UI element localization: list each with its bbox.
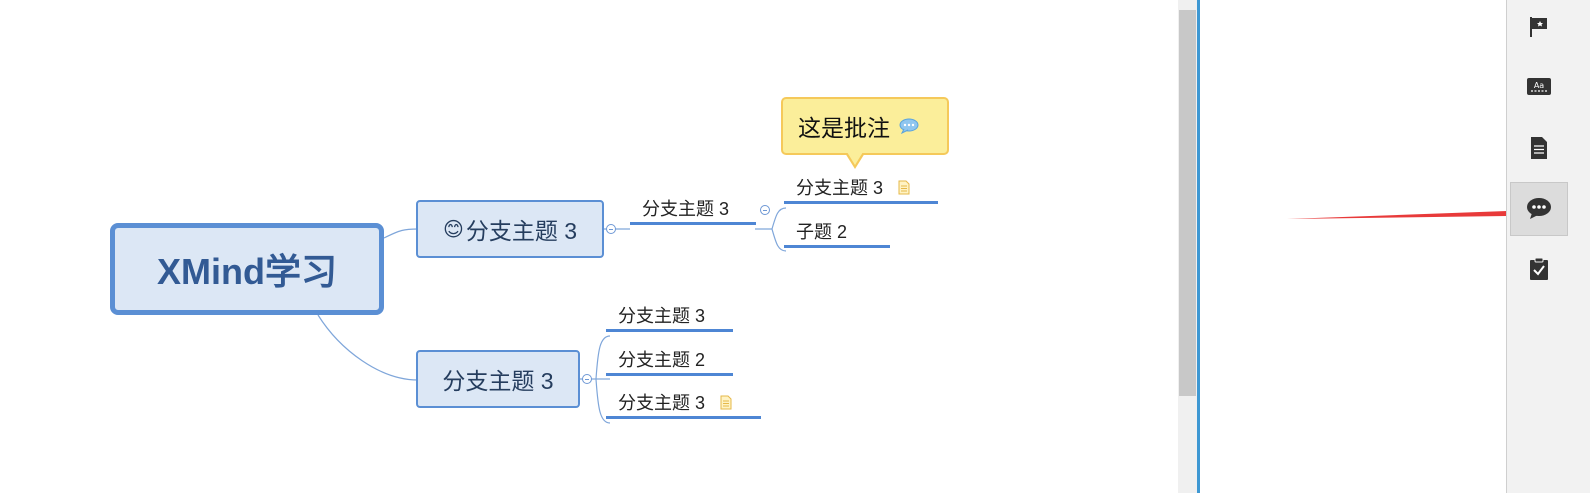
scrollbar-thumb[interactable] <box>1179 10 1196 396</box>
marker-button[interactable] <box>1510 0 1568 54</box>
collapse-toggle-icon[interactable] <box>760 205 770 215</box>
subtopic-branch1-child[interactable]: 分支主题 3 <box>630 196 756 225</box>
comment-text: 这是批注 <box>798 115 890 141</box>
subtopic-with-note[interactable]: 分支主题 3 <box>606 390 761 419</box>
main-topic-2-label: 分支主题 3 <box>442 368 554 394</box>
subtopic[interactable]: 分支主题 3 <box>606 303 733 332</box>
main-topic-2[interactable]: 分支主题 3 <box>416 350 580 408</box>
vertical-scrollbar[interactable] <box>1178 0 1197 493</box>
subtopic-label: 分支主题 3 <box>618 393 706 413</box>
subtopic-label: 子题 2 <box>796 222 848 242</box>
collapse-toggle-icon[interactable] <box>582 374 592 384</box>
central-topic[interactable]: XMind学习 <box>110 223 384 315</box>
main-topic-1[interactable]: 😊 分支主题 3 <box>416 200 604 258</box>
right-icon-toolbar: Aa <box>1506 0 1590 493</box>
subtopic-label: 分支主题 3 <box>796 178 884 198</box>
mindmap-canvas[interactable]: XMind学习 😊 分支主题 3 分支主题 3 分支主题 3 子题 2 这是批注… <box>0 0 1178 493</box>
task-button[interactable] <box>1510 242 1568 296</box>
side-panel <box>1200 0 1507 493</box>
task-info-icon <box>1530 257 1548 280</box>
subtopic-label: 分支主题 3 <box>618 306 706 326</box>
subtopic-label: 分支主题 3 <box>642 199 730 219</box>
subtopic[interactable]: 子题 2 <box>784 219 890 248</box>
note-icon[interactable] <box>898 180 910 195</box>
callout-pointer-fill <box>847 152 863 165</box>
format-icon: Aa <box>1527 78 1551 95</box>
central-topic-label: XMind学习 <box>157 251 337 292</box>
note-icon[interactable] <box>720 395 732 410</box>
subtopic[interactable]: 分支主题 2 <box>606 347 733 376</box>
comment-callout[interactable]: 这是批注 <box>781 97 949 155</box>
notes-button[interactable] <box>1510 121 1568 175</box>
panel-divider[interactable] <box>1197 0 1200 493</box>
subtopic-label: 分支主题 2 <box>618 350 706 370</box>
comment-bubble-icon <box>899 118 919 134</box>
smiley-emoji-icon: 😊 <box>442 218 464 241</box>
main-topic-1-label: 分支主题 3 <box>465 218 578 244</box>
notes-icon <box>1531 137 1547 159</box>
comments-button[interactable] <box>1510 182 1568 236</box>
comments-icon <box>1527 198 1551 219</box>
svg-text:Aa: Aa <box>1534 81 1544 90</box>
subtopic-with-note[interactable]: 分支主题 3 <box>784 175 938 204</box>
marker-flag-icon <box>1530 17 1547 37</box>
format-button[interactable]: Aa <box>1510 60 1568 114</box>
annotation-arrow <box>1287 211 1507 219</box>
collapse-toggle-icon[interactable] <box>606 224 616 234</box>
